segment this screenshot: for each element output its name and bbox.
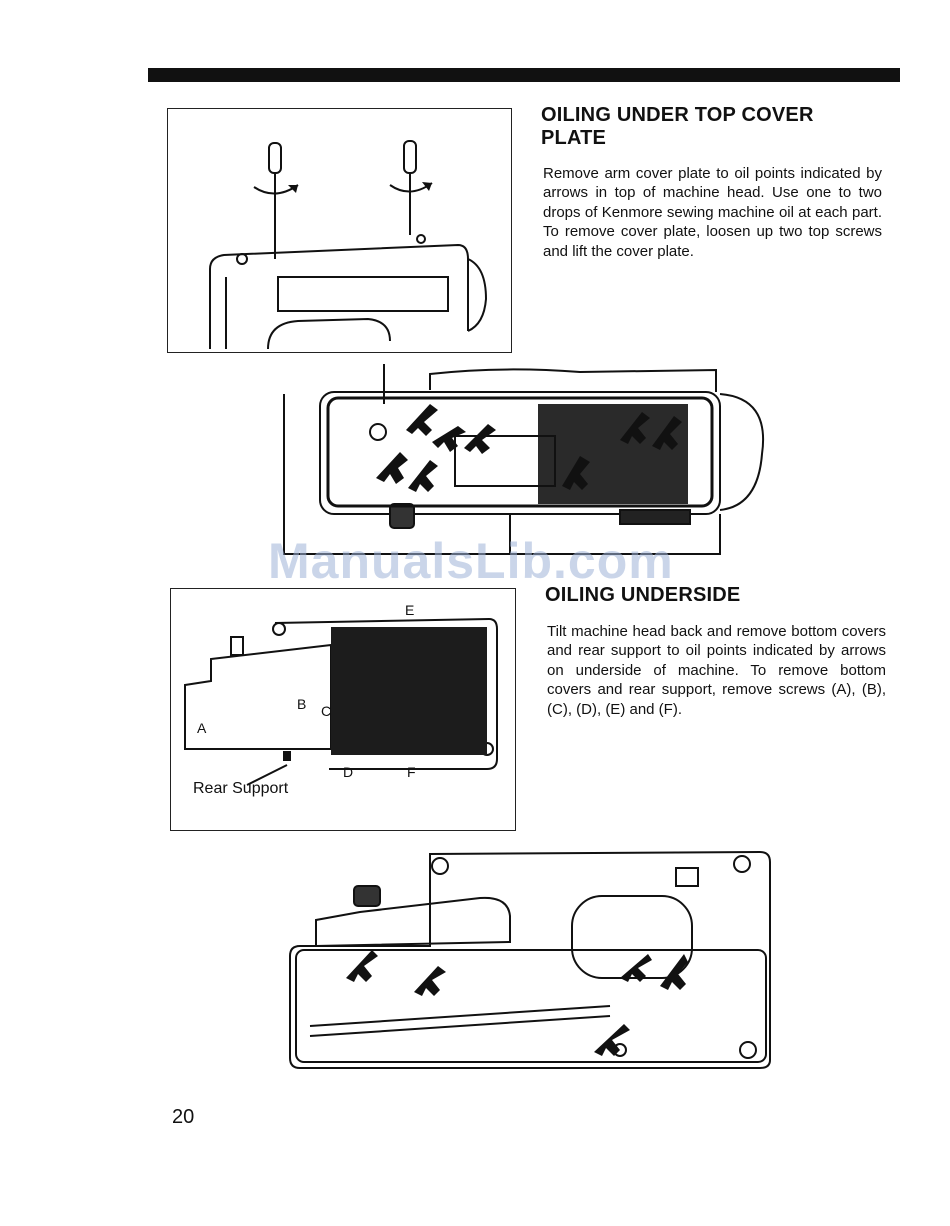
watermark: ManualsLib.com — [268, 533, 674, 589]
screw-label-a: A — [197, 720, 207, 736]
section-1-heading: OILING UNDER TOP COVER PLATE — [541, 104, 814, 149]
underside-illustration — [184, 617, 498, 786]
top-cover-illustration — [209, 140, 488, 350]
figure-top-cover — [167, 108, 512, 353]
section-2-text: Tilt machine head back and remove bottom… — [547, 623, 886, 718]
machine-head-interior-illustration — [283, 364, 765, 555]
screw-label-d: D — [343, 764, 354, 780]
screw-label-c: C — [321, 703, 332, 719]
screw-label-b: B — [297, 696, 307, 712]
header-rule — [148, 68, 900, 82]
underside-oil-points-illustration — [289, 850, 771, 1069]
section-1-text: Remove arm cover plate to oil points ind… — [543, 165, 882, 260]
screw-label-f: F — [407, 764, 416, 780]
figure-underside-screws: E B C A D F — [170, 588, 516, 831]
screw-label-e: E — [405, 602, 415, 618]
section-2-heading: OILING UNDERSIDE — [545, 584, 741, 606]
page-number: 20 — [172, 1106, 195, 1128]
rear-support-label: Rear Support — [193, 780, 289, 797]
